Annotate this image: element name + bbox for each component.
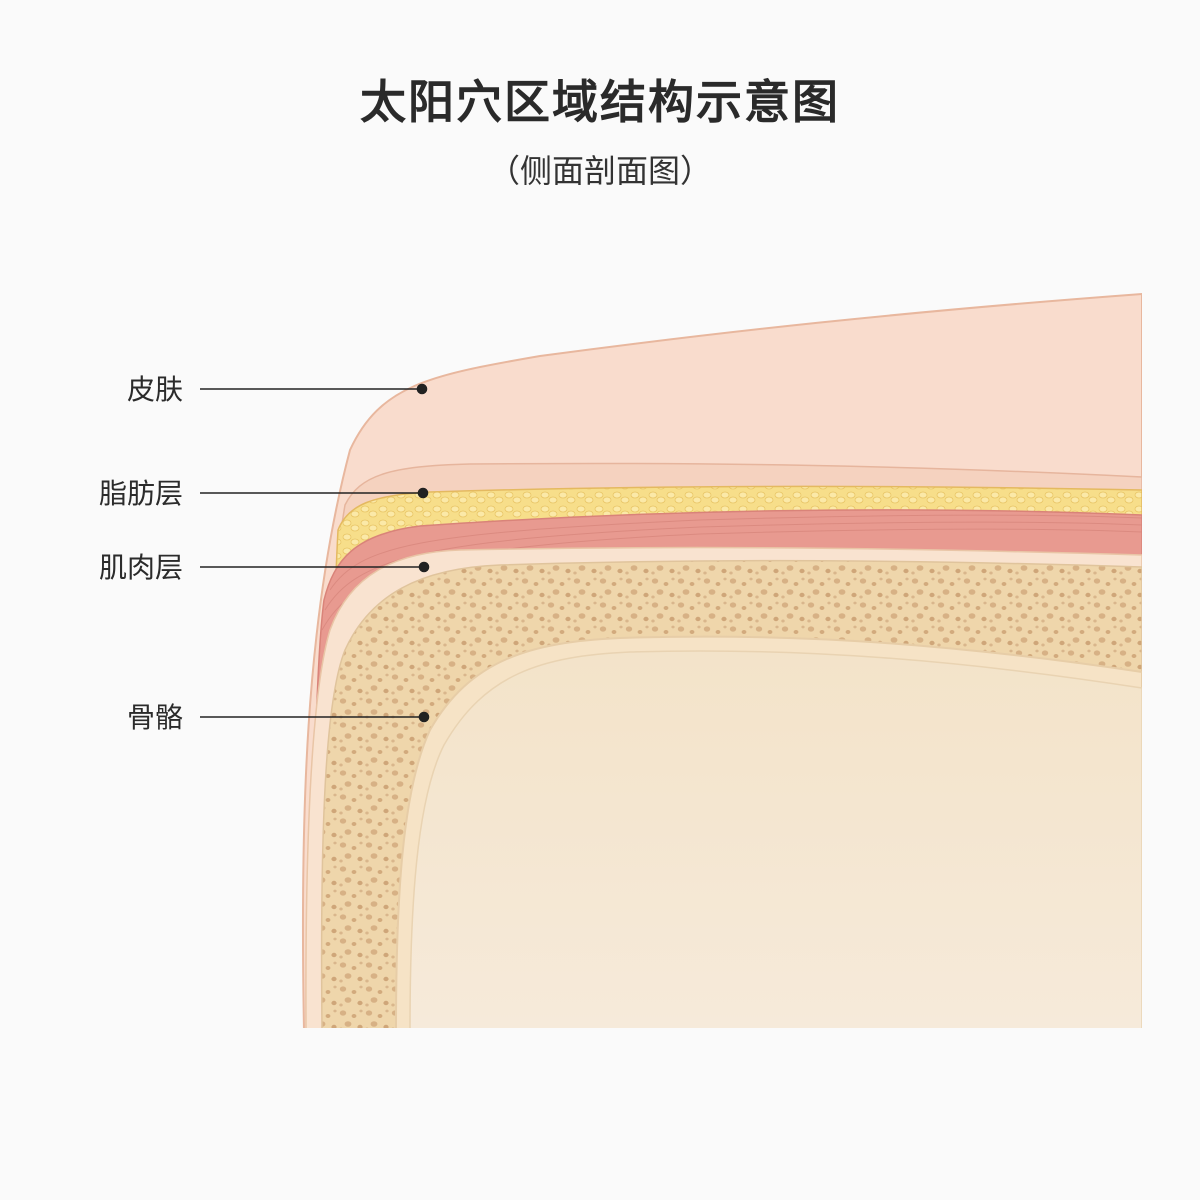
muscle-leader-dot <box>418 561 430 573</box>
fat-leader-dot <box>417 487 429 499</box>
bone-label: 骨骼 <box>127 701 183 734</box>
diagram-subtitle: （侧面剖面图） <box>487 152 712 190</box>
fat-label: 脂肪层 <box>99 477 183 510</box>
skin-label: 皮肤 <box>127 373 183 406</box>
inner-cavity <box>409 650 1142 1028</box>
skin-leader-dot <box>416 383 428 395</box>
bone-leader-dot <box>418 711 430 723</box>
diagram-title: 太阳穴区域结构示意图 <box>360 75 840 129</box>
muscle-label: 肌肉层 <box>99 551 183 584</box>
